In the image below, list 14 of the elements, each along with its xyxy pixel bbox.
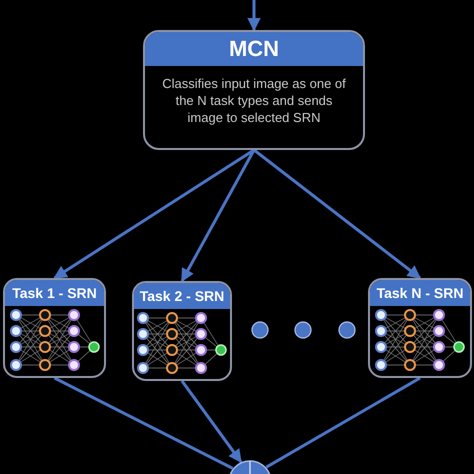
process-box: [143, 30, 365, 150]
arrow: [180, 149, 256, 282]
process-box: [368, 278, 472, 378]
process-box: [132, 281, 232, 381]
arrow: [180, 380, 242, 464]
node-title: MCN: [228, 38, 280, 60]
process-box: [3, 278, 106, 378]
arrow: [247, 0, 261, 32]
node-description: Classifies input image as one of the N task types and sends image to selected SRN: [161, 75, 347, 126]
arrow: [253, 148, 422, 280]
node-title: Task 1 - SRN: [12, 286, 97, 300]
arrow: [53, 148, 255, 280]
node-title: Task N - SRN: [376, 286, 464, 300]
node-title: Task 2 - SRN: [140, 289, 224, 303]
